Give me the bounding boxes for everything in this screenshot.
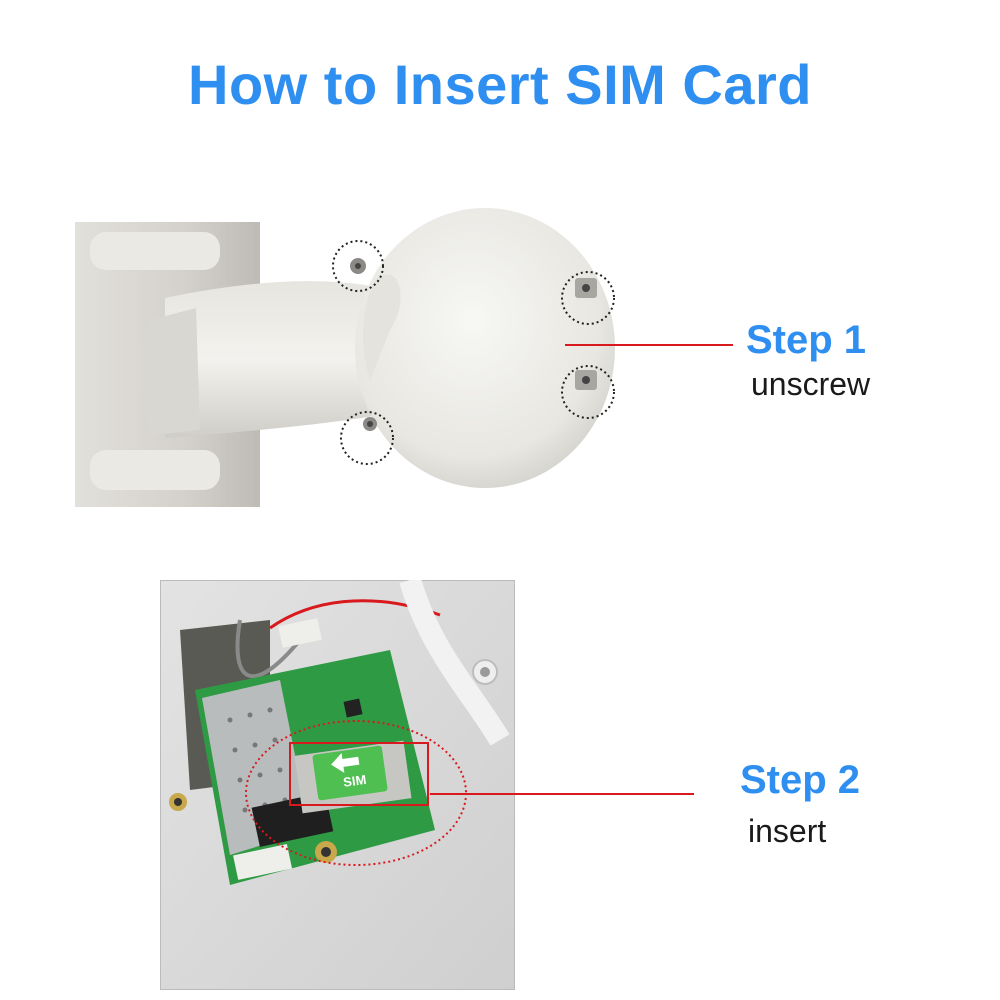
mount-rib-top <box>90 232 220 270</box>
step1-title: Step 1 <box>746 318 867 362</box>
mount-dome <box>355 208 615 488</box>
screw-icon <box>561 271 615 325</box>
connector <box>233 844 293 880</box>
step2-action: insert <box>748 813 827 849</box>
sim-arrow-icon <box>331 753 360 773</box>
step2-pointer-line <box>430 793 694 795</box>
step1-action: unscrew <box>751 366 871 402</box>
step1-pointer-line <box>565 344 733 346</box>
pcb-sim-photo: SIM <box>160 580 515 990</box>
screw-icon <box>332 240 384 292</box>
sim-card <box>312 745 388 801</box>
screw-icon <box>561 365 615 419</box>
page-title: How to Insert SIM Card <box>188 53 812 116</box>
mount-rib-bottom <box>90 450 220 490</box>
camera-mount-photo <box>75 208 615 507</box>
screw-icon <box>340 411 394 465</box>
sim-card-label: SIM <box>342 772 367 790</box>
sim-highlight-box <box>289 742 429 806</box>
step2-title: Step 2 <box>740 758 861 802</box>
